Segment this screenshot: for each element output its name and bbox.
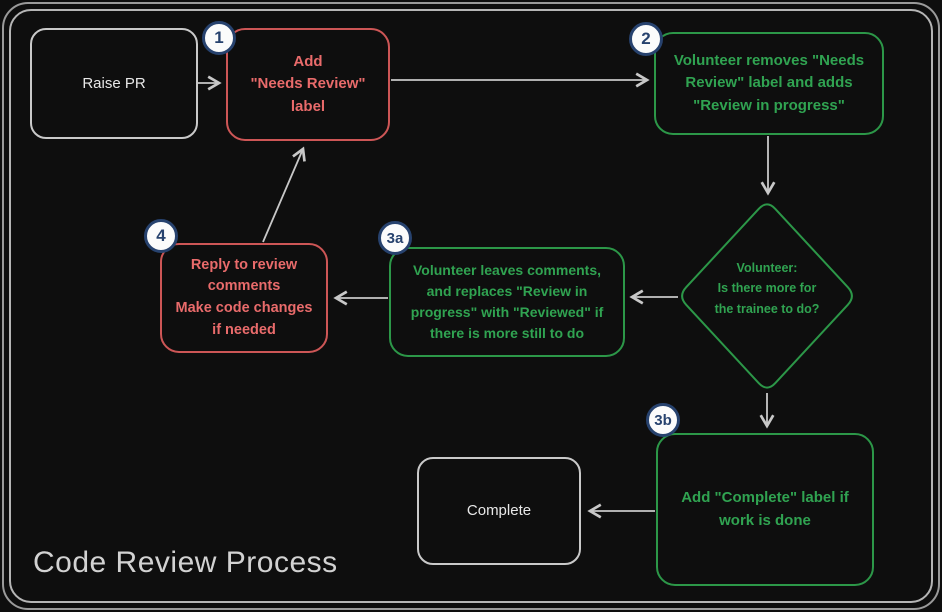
node-add-needs-review-text: Add "Needs Review" label [250, 53, 366, 115]
step-badge-3a: 3a [378, 221, 412, 255]
step-badge-3b-text: 3b [654, 411, 672, 429]
node-volunteer-leaves-comments-text: Volunteer leaves comments, and replaces … [410, 262, 604, 341]
node-reply-to-review-comments-text: Reply to review comments Make code chang… [175, 256, 313, 338]
step-badge-4: 4 [144, 219, 178, 253]
node-raise-pr: Raise PR [30, 28, 198, 139]
decision-diamond-text: Volunteer: Is there more for the trainee… [714, 261, 820, 316]
node-raise-pr-label: Raise PR [82, 74, 146, 92]
step-badge-1: 1 [202, 21, 236, 55]
node-add-complete-text: Add "Complete" label if work is done [681, 489, 849, 529]
step-badge-3b: 3b [646, 403, 680, 437]
node-reply-to-review-comments: Reply to review comments Make code chang… [160, 243, 328, 353]
node-volunteer-removes-text: Volunteer removes "Needs Review" label a… [673, 52, 865, 114]
step-badge-2: 2 [629, 22, 663, 56]
node-complete: Complete [417, 457, 581, 565]
step-badge-1-text: 1 [214, 28, 224, 47]
node-volunteer-removes-label: Volunteer removes "Needs Review" label a… [654, 32, 884, 135]
node-complete-label: Complete [466, 502, 532, 520]
step-badge-3a-text: 3a [386, 229, 404, 247]
step-badge-2-text: 2 [641, 29, 651, 48]
node-volunteer-leaves-comments: Volunteer leaves comments, and replaces … [389, 247, 625, 357]
node-add-needs-review-label: Add "Needs Review" label [226, 28, 390, 141]
decision-diamond-shape [681, 203, 853, 389]
diagram-title: Code Review Process [33, 546, 338, 579]
arrow-step4-to-step1 [262, 146, 306, 243]
step-badge-4-text: 4 [156, 226, 166, 245]
node-add-complete-label: Add "Complete" label if work is done [656, 433, 874, 586]
